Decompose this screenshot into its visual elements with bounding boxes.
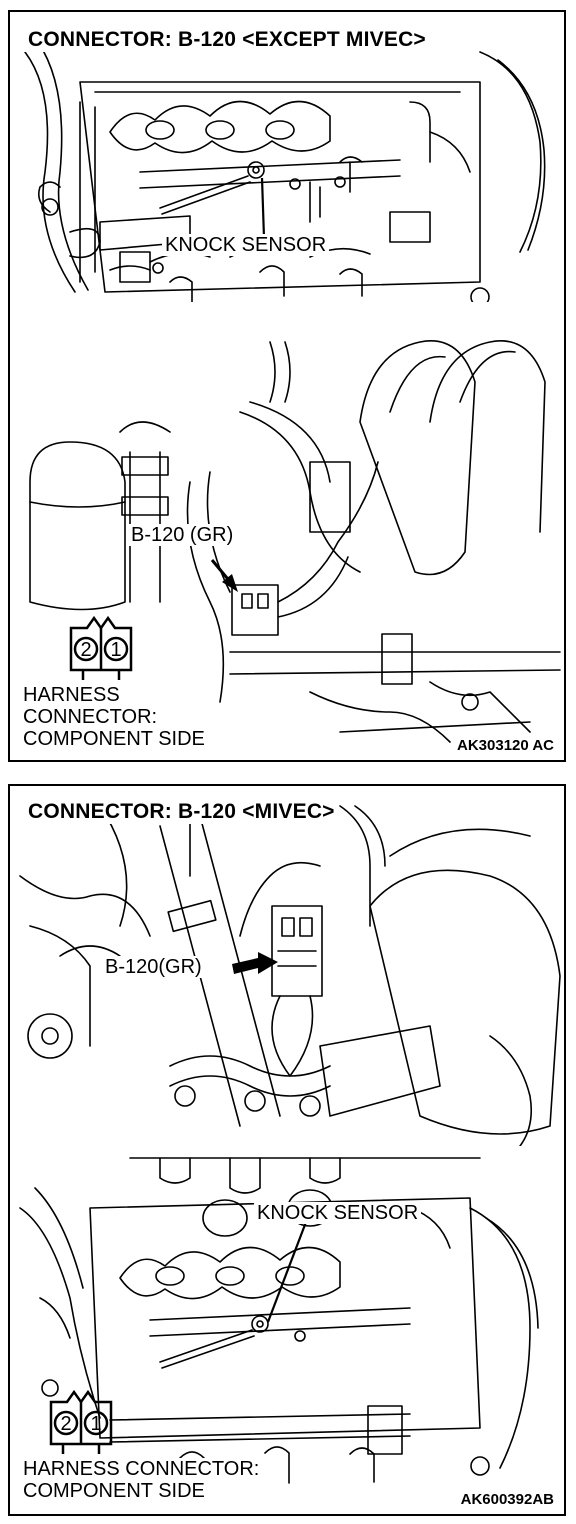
harness-label-line: CONNECTOR: [23,706,158,728]
engine-side-view-illustration [10,302,564,760]
harness-connector-pin-symbol: 2 1 [49,1389,113,1454]
b120-callout-arrow [232,952,278,974]
figure-code: AK600392AB [458,1491,556,1508]
diagram-panel-mivec: CONNECTOR: B-120 <MIVEC> B-120(GR) [8,784,566,1516]
knock-sensor-label: KNOCK SENSOR [162,234,330,256]
pin-1-label: 1 [110,639,121,661]
harness-label-line: HARNESS CONNECTOR: [23,1458,260,1480]
knock-sensor-leader-line [260,177,266,239]
diagram-panel-except-mivec: CONNECTOR: B-120 <EXCEPT MIVEC> KNOCK SE… [8,10,566,762]
harness-label-line: HARNESS [23,684,120,706]
figure-code: AK303120 AC [455,737,556,754]
knock-sensor-leader-line [266,1221,308,1323]
b120-callout-arrow [210,559,238,592]
engine-top-view-illustration [10,12,564,302]
knock-sensor-label: KNOCK SENSOR [254,1202,422,1224]
harness-connector-label: HARNESS CONNECTOR: COMPONENT SIDE [20,684,208,750]
harness-connector-label: HARNESS CONNECTOR: COMPONENT SIDE [20,1458,263,1502]
harness-connector-pin-symbol: 2 1 [69,615,133,680]
b120-connector-callout: B-120 (GR) [128,524,237,546]
pin-2-label: 2 [60,1413,71,1435]
panel-title: CONNECTOR: B-120 <EXCEPT MIVEC> [24,28,430,52]
pin-1-label: 1 [90,1413,101,1435]
harness-label-line: COMPONENT SIDE [23,728,205,750]
panel-title: CONNECTOR: B-120 <MIVEC> [24,800,339,824]
engine-top-view-illustration [10,1148,564,1514]
harness-label-line: COMPONENT SIDE [23,1480,205,1502]
pin-2-label: 2 [80,639,91,661]
b120-connector-callout: B-120(GR) [102,956,205,978]
